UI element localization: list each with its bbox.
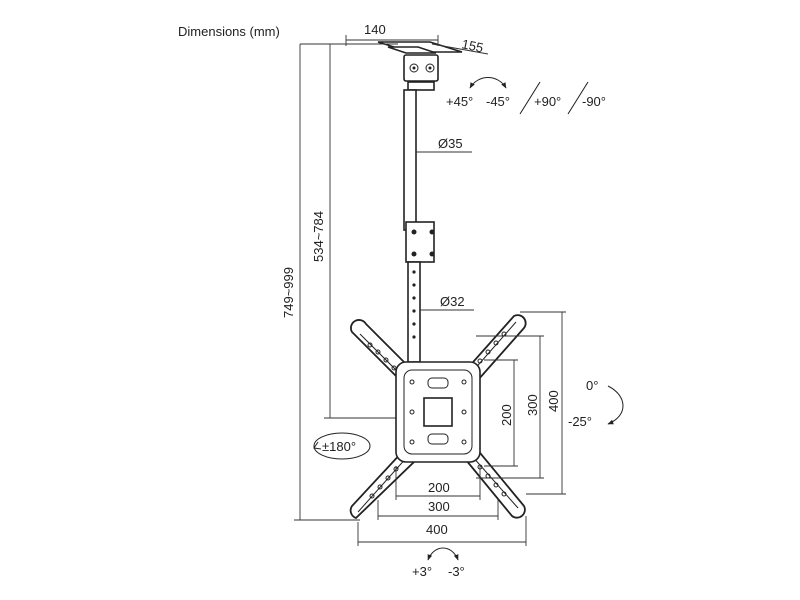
swivel-minus-label: -45° bbox=[486, 94, 510, 109]
vesa-horizontal-large-label: 400 bbox=[426, 522, 448, 537]
height-dimensions bbox=[294, 43, 404, 521]
vesa-horizontal-small-label: 200 bbox=[428, 480, 450, 495]
vesa-vertical-dimensions bbox=[476, 311, 566, 495]
bracket-depth-label: 155 bbox=[460, 36, 484, 55]
rotation-minus-label: -90° bbox=[582, 94, 606, 109]
vesa-horizontal-medium-label: 300 bbox=[428, 499, 450, 514]
swivel-arrow-icon bbox=[469, 77, 507, 89]
rotation-plus-label: +90° bbox=[534, 94, 561, 109]
tilt-down-label: -25° bbox=[568, 414, 592, 429]
upper-diameter-label: Ø35 bbox=[438, 136, 463, 151]
fine-tilt-arrow-icon bbox=[427, 547, 459, 561]
rotation-slash-icon bbox=[519, 81, 541, 115]
bracket-width-label: 140 bbox=[364, 22, 386, 37]
ceiling-bracket bbox=[377, 41, 463, 91]
pole-height-label: 534~784 bbox=[311, 211, 326, 262]
tilt-arrow-icon bbox=[607, 385, 624, 425]
vesa-arms bbox=[349, 314, 527, 520]
rotation-slash-icon-2 bbox=[567, 81, 589, 115]
lower-diameter-label: Ø32 bbox=[440, 294, 465, 309]
swivel-plus-label: +45° bbox=[446, 94, 473, 109]
tilt-up-label: 0° bbox=[586, 378, 598, 393]
fine-tilt-plus-label: +3° bbox=[412, 564, 432, 579]
vesa-plate bbox=[395, 361, 481, 463]
diagram-title: Dimensions (mm) bbox=[178, 24, 280, 39]
level-rotation-icon bbox=[313, 432, 371, 460]
pole bbox=[403, 89, 435, 363]
vesa-vertical-large-label: 400 bbox=[546, 390, 561, 412]
total-height-label: 749~999 bbox=[281, 267, 296, 318]
level-rotation-arrowhead-icon bbox=[313, 441, 322, 450]
level-rotation-label: ±180° bbox=[322, 439, 356, 454]
fine-tilt-minus-label: -3° bbox=[448, 564, 465, 579]
vesa-vertical-small-label: 200 bbox=[499, 404, 514, 426]
vesa-vertical-medium-label: 300 bbox=[525, 394, 540, 416]
vesa-horizontal-dimensions bbox=[357, 466, 527, 546]
